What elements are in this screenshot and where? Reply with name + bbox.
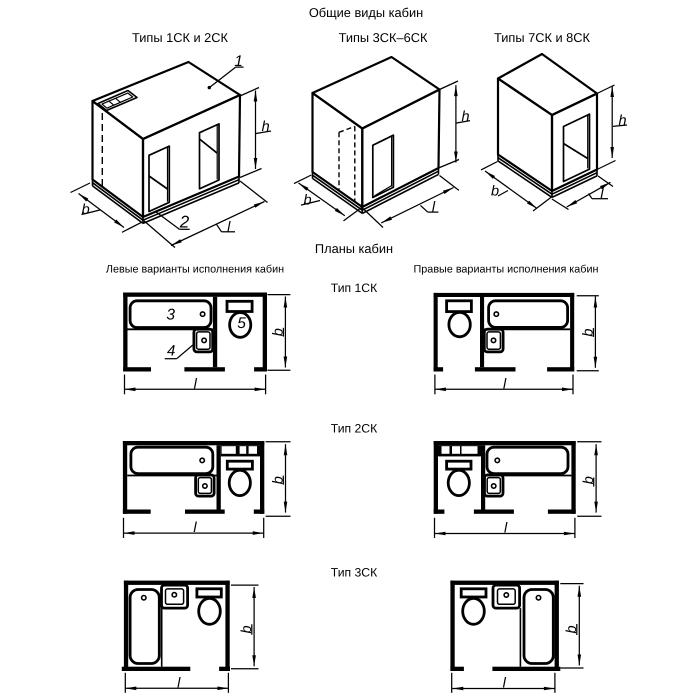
svg-text:b: b	[564, 625, 580, 633]
svg-text:1: 1	[234, 53, 243, 70]
svg-text:Типы 7СК и 8СК: Типы 7СК и 8СК	[494, 30, 591, 45]
svg-text:Тип 3СК: Тип 3СК	[331, 566, 378, 580]
svg-text:Типы 1СК и 2СК: Типы 1СК и 2СК	[132, 30, 229, 45]
svg-text:h: h	[618, 113, 626, 129]
svg-text:b: b	[303, 193, 311, 209]
svg-text:l: l	[177, 675, 181, 691]
svg-text:b: b	[82, 202, 90, 218]
svg-text:b: b	[271, 328, 287, 336]
svg-text:b: b	[581, 329, 597, 337]
svg-text:l: l	[503, 376, 507, 392]
svg-text:Правые варианты исполнения каб: Правые варианты исполнения кабин	[414, 264, 599, 276]
svg-text:3: 3	[166, 307, 175, 324]
svg-text:Левые варианты исполнения каби: Левые варианты исполнения кабин	[106, 264, 284, 276]
svg-text:5: 5	[237, 315, 246, 332]
svg-text:b: b	[270, 476, 286, 484]
svg-text:b: b	[491, 183, 499, 199]
svg-text:l: l	[432, 200, 436, 216]
svg-text:b: b	[239, 625, 255, 633]
svg-text:l: l	[227, 219, 231, 235]
svg-text:Типы 3СК–6СК: Типы 3СК–6СК	[339, 30, 428, 45]
svg-text:l: l	[194, 376, 198, 392]
svg-text:Планы кабин: Планы кабин	[315, 241, 393, 256]
svg-text:4: 4	[167, 342, 175, 359]
svg-text:h: h	[262, 119, 270, 135]
svg-text:2: 2	[179, 212, 190, 231]
svg-text:Общие виды кабин: Общие виды кабин	[309, 5, 423, 20]
svg-text:b: b	[581, 476, 597, 484]
svg-text:l: l	[503, 676, 507, 692]
svg-text:l: l	[193, 520, 197, 536]
svg-text:Тип 2СК: Тип 2СК	[331, 422, 378, 436]
svg-text:Тип 1СК: Тип 1СК	[331, 281, 378, 295]
svg-text:l: l	[600, 186, 604, 202]
svg-text:h: h	[461, 109, 469, 125]
svg-text:l: l	[504, 521, 508, 537]
